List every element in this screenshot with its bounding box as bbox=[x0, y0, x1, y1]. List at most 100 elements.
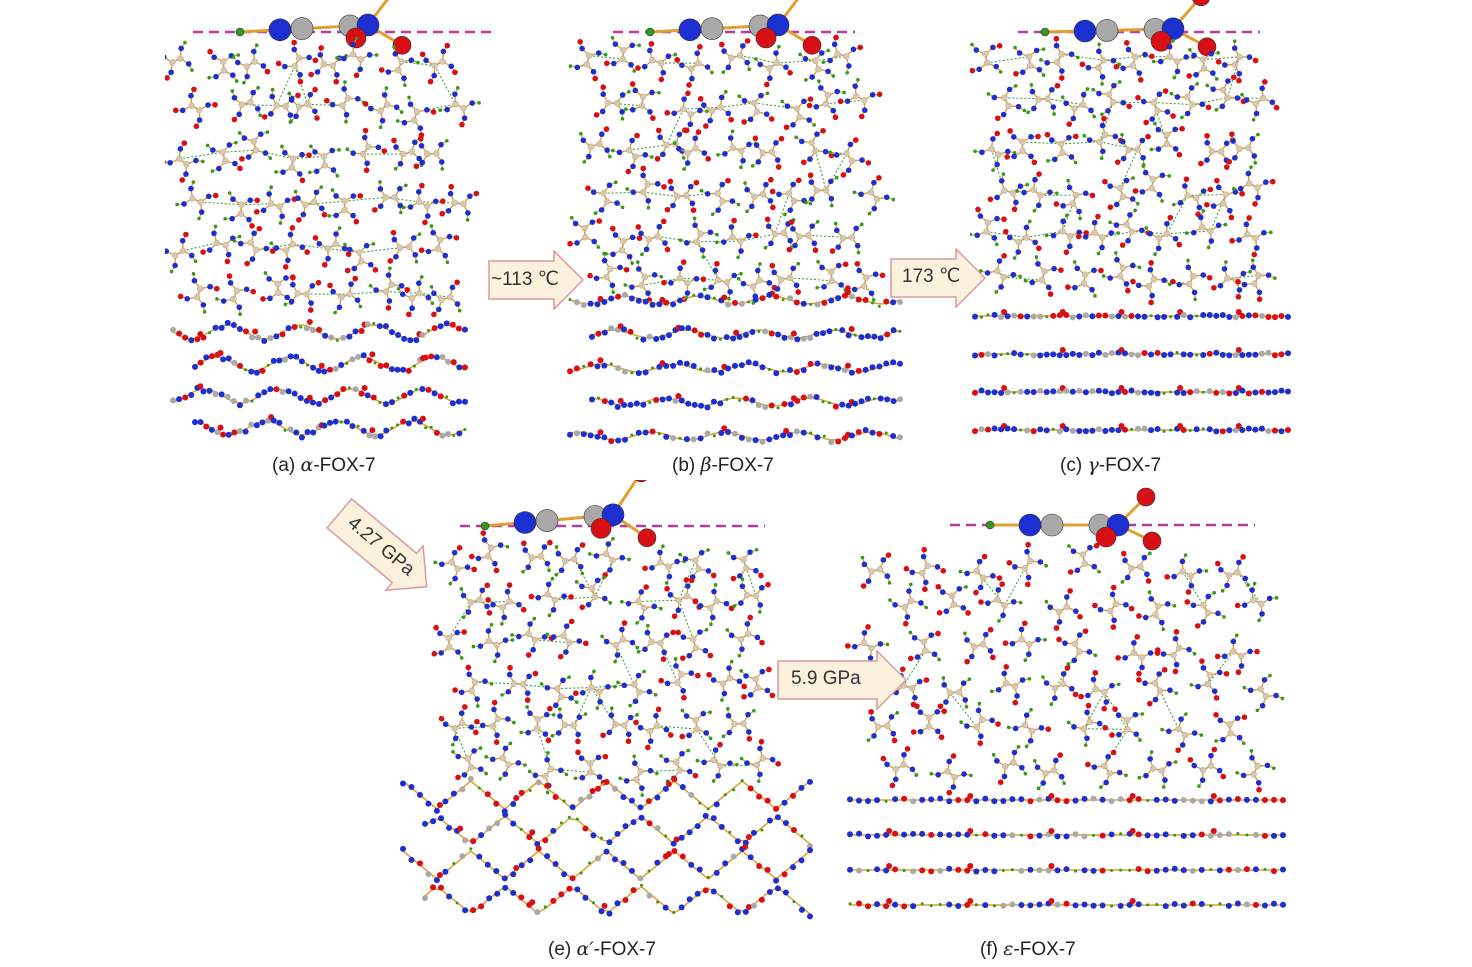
atom-hydrogen bbox=[715, 232, 719, 237]
atom-oxygen bbox=[664, 206, 671, 213]
atom-carbon bbox=[1021, 564, 1029, 572]
atom-nitrogen bbox=[642, 369, 649, 376]
atom-nitrogen bbox=[502, 637, 509, 643]
atom-carbon bbox=[626, 146, 633, 154]
atom-oxygen bbox=[1044, 131, 1051, 138]
atom-carbon bbox=[762, 404, 769, 411]
atom-carbon bbox=[1184, 93, 1191, 101]
atom-hydrogen bbox=[1001, 172, 1006, 176]
top-molecule-edge-view bbox=[613, 0, 855, 55]
atom-nitrogen bbox=[207, 283, 213, 290]
atom-carbon bbox=[1150, 275, 1158, 283]
atom-nitrogen bbox=[640, 172, 646, 179]
atom-carbon bbox=[252, 146, 260, 154]
atom-oxygen bbox=[183, 231, 189, 238]
atom-hydrogen bbox=[596, 396, 600, 400]
atom-nitrogen bbox=[527, 710, 533, 717]
atom-nitrogen bbox=[1091, 219, 1098, 226]
atom-nitrogen bbox=[977, 584, 984, 591]
atom-hydrogen bbox=[602, 575, 606, 580]
atom-nitrogen bbox=[890, 359, 897, 366]
atom-nitrogen bbox=[288, 298, 295, 305]
atom-nitrogen bbox=[1219, 103, 1226, 110]
atom-nitrogen bbox=[802, 56, 809, 62]
atom-oxygen bbox=[244, 260, 250, 267]
atom-nitrogen bbox=[833, 152, 840, 158]
atom-nitrogen bbox=[1096, 90, 1102, 97]
atom-nitrogen bbox=[361, 134, 368, 141]
atom-oxygen bbox=[859, 113, 865, 120]
atom-hydrogen bbox=[191, 271, 196, 276]
atom-nitrogen bbox=[1177, 199, 1184, 206]
atom-nitrogen bbox=[1141, 554, 1148, 561]
atom-carbon bbox=[581, 225, 588, 232]
atom-nitrogen bbox=[1127, 212, 1133, 218]
atom-carbon bbox=[697, 230, 704, 237]
atom-nitrogen bbox=[1047, 189, 1053, 195]
atom-hydrogen bbox=[664, 834, 668, 838]
atom-hydrogen bbox=[378, 125, 383, 130]
atom-nitrogen bbox=[188, 391, 195, 398]
atom-nitrogen bbox=[1005, 148, 1011, 155]
atom-nitrogen bbox=[1140, 98, 1147, 105]
atom-nitrogen bbox=[309, 283, 316, 289]
atom-nitrogen bbox=[660, 151, 666, 158]
atom-hydrogen bbox=[1120, 132, 1124, 137]
atom-oxygen bbox=[470, 907, 477, 914]
hydrogen-bond bbox=[1209, 194, 1227, 232]
atom-nitrogen bbox=[1100, 148, 1106, 155]
atom-hydrogen bbox=[1136, 201, 1140, 206]
atom-carbon bbox=[805, 232, 812, 239]
atom-nitrogen bbox=[643, 246, 650, 253]
atom-carbon bbox=[766, 64, 773, 72]
atom-hydrogen bbox=[1025, 353, 1029, 357]
atom-hydrogen bbox=[610, 148, 615, 153]
atom-hydrogen bbox=[202, 310, 207, 314]
atom-nitrogen bbox=[897, 360, 903, 367]
atom-carbon bbox=[1058, 51, 1065, 58]
atom-nitrogen bbox=[773, 140, 779, 146]
atom-carbon bbox=[1222, 191, 1229, 198]
atom-nitrogen bbox=[868, 290, 875, 297]
atom-oxygen bbox=[438, 884, 445, 891]
atom-carbon bbox=[725, 301, 732, 308]
atom-nitrogen bbox=[601, 503, 625, 527]
atom-oxygen bbox=[747, 614, 754, 621]
atom-oxygen bbox=[649, 428, 656, 435]
atom-oxygen bbox=[664, 246, 671, 253]
atom-hydrogen bbox=[599, 836, 603, 840]
atom-hydrogen bbox=[266, 363, 270, 367]
atom-nitrogen bbox=[1176, 281, 1183, 288]
atom-oxygen bbox=[1118, 309, 1125, 315]
atom-nitrogen bbox=[479, 587, 486, 594]
atom-hydrogen bbox=[215, 297, 219, 301]
atom-carbon bbox=[304, 101, 311, 108]
atom-carbon bbox=[1027, 557, 1034, 565]
atom-oxygen bbox=[702, 887, 709, 894]
atom-oxygen bbox=[994, 130, 1001, 137]
atom-carbon bbox=[608, 325, 615, 332]
atom-oxygen bbox=[357, 193, 364, 199]
atom-hydrogen bbox=[884, 431, 888, 435]
atom-oxygen bbox=[812, 247, 819, 254]
atom-oxygen bbox=[745, 903, 752, 910]
atom-hydrogen bbox=[1195, 353, 1199, 357]
atom-nitrogen bbox=[471, 748, 477, 754]
atom-nitrogen bbox=[743, 332, 749, 339]
atom-nitrogen bbox=[593, 553, 600, 559]
atom-nitrogen bbox=[481, 537, 488, 543]
atom-nitrogen bbox=[397, 185, 403, 192]
atom-hydrogen bbox=[657, 432, 661, 436]
atom-oxygen bbox=[1177, 423, 1184, 429]
atom-hydrogen bbox=[678, 436, 682, 440]
atom-nitrogen bbox=[629, 284, 635, 290]
atom-carbon bbox=[547, 765, 555, 773]
atom-carbon bbox=[983, 228, 990, 235]
atom-nitrogen bbox=[354, 297, 361, 303]
atom-nitrogen bbox=[1236, 70, 1243, 77]
atom-nitrogen bbox=[1226, 313, 1233, 320]
atom-nitrogen bbox=[956, 585, 963, 592]
atom-carbon bbox=[1079, 101, 1086, 108]
atom-oxygen bbox=[710, 572, 717, 579]
atom-oxygen bbox=[714, 260, 720, 267]
